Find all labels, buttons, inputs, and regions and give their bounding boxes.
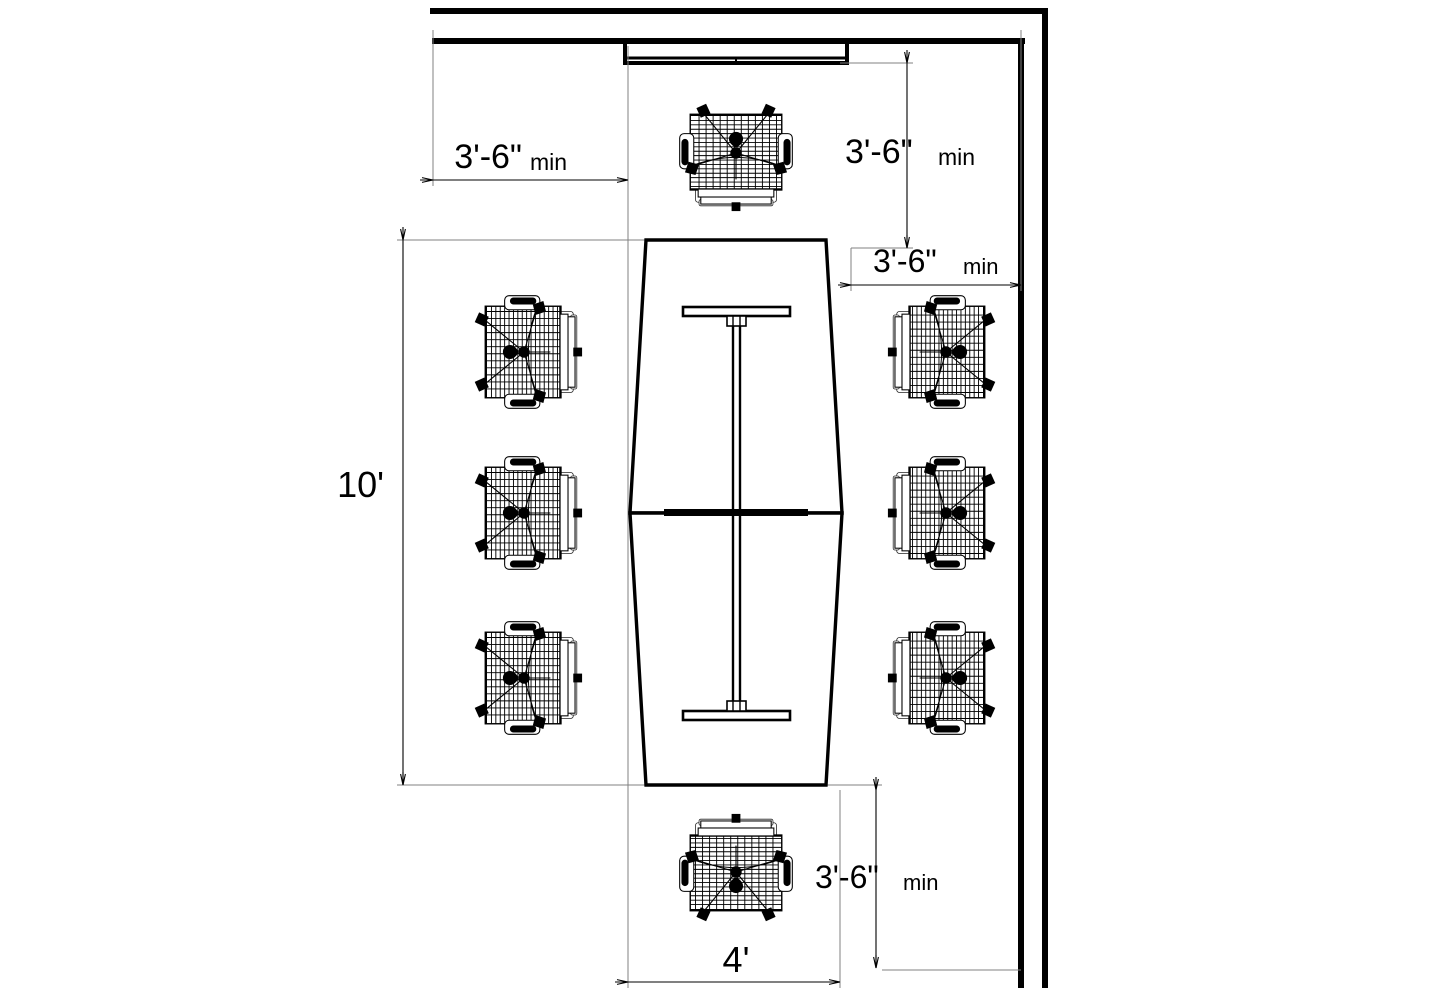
dim-clearance-bottom: 3'-6" min [815, 777, 938, 969]
dimension-lines: 3'-6" min 3'-6" min 3'-6" min 3'-6" min [337, 50, 1022, 985]
chair-left-1[interactable] [473, 294, 583, 410]
dim-clearance-top: 3'-6" min [845, 50, 975, 249]
chair-right-3[interactable] [887, 620, 997, 736]
credenza [623, 40, 849, 65]
table-top-lower [628, 511, 844, 787]
chair-bottom[interactable] [678, 813, 794, 923]
dim-table-width: 4' [615, 939, 841, 985]
dim-clearance-top-value: 3'-6" [845, 133, 913, 171]
dim-clearance-right-value: 3'-6" [873, 243, 937, 279]
dim-table-width-value: 4' [723, 939, 750, 980]
dim-room-depth-value: 10' [337, 464, 384, 505]
chair-right-2[interactable] [887, 455, 997, 571]
table-spine [731, 313, 742, 713]
dim-clearance-bottom-value: 3'-6" [815, 859, 879, 895]
dim-clearance-top-suffix: min [938, 144, 975, 170]
conference-table [628, 238, 844, 787]
chair-left-2[interactable] [473, 455, 583, 571]
dim-clearance-left: 3'-6" min [420, 138, 629, 183]
table-base-upper [681, 305, 792, 327]
chair-top[interactable] [678, 102, 794, 212]
chair-left-3[interactable] [473, 620, 583, 736]
dim-clearance-right-suffix: min [963, 254, 998, 279]
dim-clearance-bottom-suffix: min [903, 870, 938, 895]
chair-right-1[interactable] [887, 294, 997, 410]
table-top-upper [628, 238, 844, 515]
dim-clearance-left-value: 3'-6" [454, 138, 522, 176]
dim-room-depth: 10' [337, 227, 406, 786]
dim-clearance-right: 3'-6" min [838, 243, 1022, 288]
dim-clearance-left-suffix: min [530, 149, 567, 175]
table-base-lower [681, 700, 792, 722]
